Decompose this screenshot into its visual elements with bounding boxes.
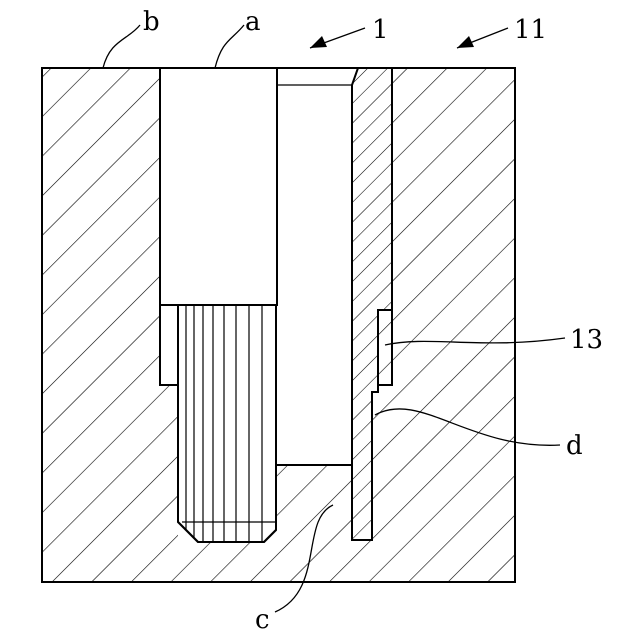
label-11: 11 [514,15,547,45]
leader-b [103,25,140,68]
label-a: a [245,7,261,37]
label-1: 1 [372,15,389,45]
label-b: b [143,7,160,37]
knurl-lines [182,305,276,542]
arrow-1 [310,28,365,48]
arrow-11 [457,28,508,48]
label-d: d [566,431,583,461]
label-13: 13 [570,325,603,355]
pin-lower [178,305,276,542]
outer-block [42,68,515,582]
label-c: c [255,605,270,635]
pin-upper [160,68,277,305]
left-groove [160,305,178,385]
leader-a [215,25,244,68]
